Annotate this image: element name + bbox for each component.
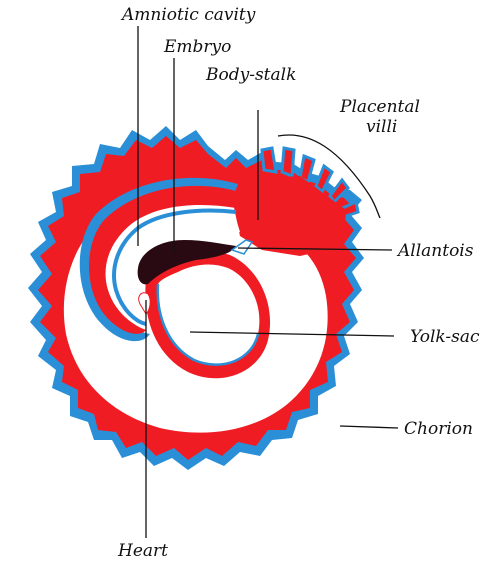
label-placental-villi-2: villi	[366, 117, 397, 137]
label-amniotic-cavity: Amniotic cavity	[120, 5, 256, 25]
label-body-stalk: Body-stalk	[205, 65, 296, 85]
label-embryo: Embryo	[163, 37, 231, 57]
label-placental-villi-1: Placental	[339, 97, 420, 117]
label-heart: Heart	[117, 541, 168, 561]
label-chorion: Chorion	[404, 419, 473, 439]
label-allantois: Allantois	[396, 241, 474, 261]
label-yolk-sac: Yolk-sac	[410, 327, 480, 347]
